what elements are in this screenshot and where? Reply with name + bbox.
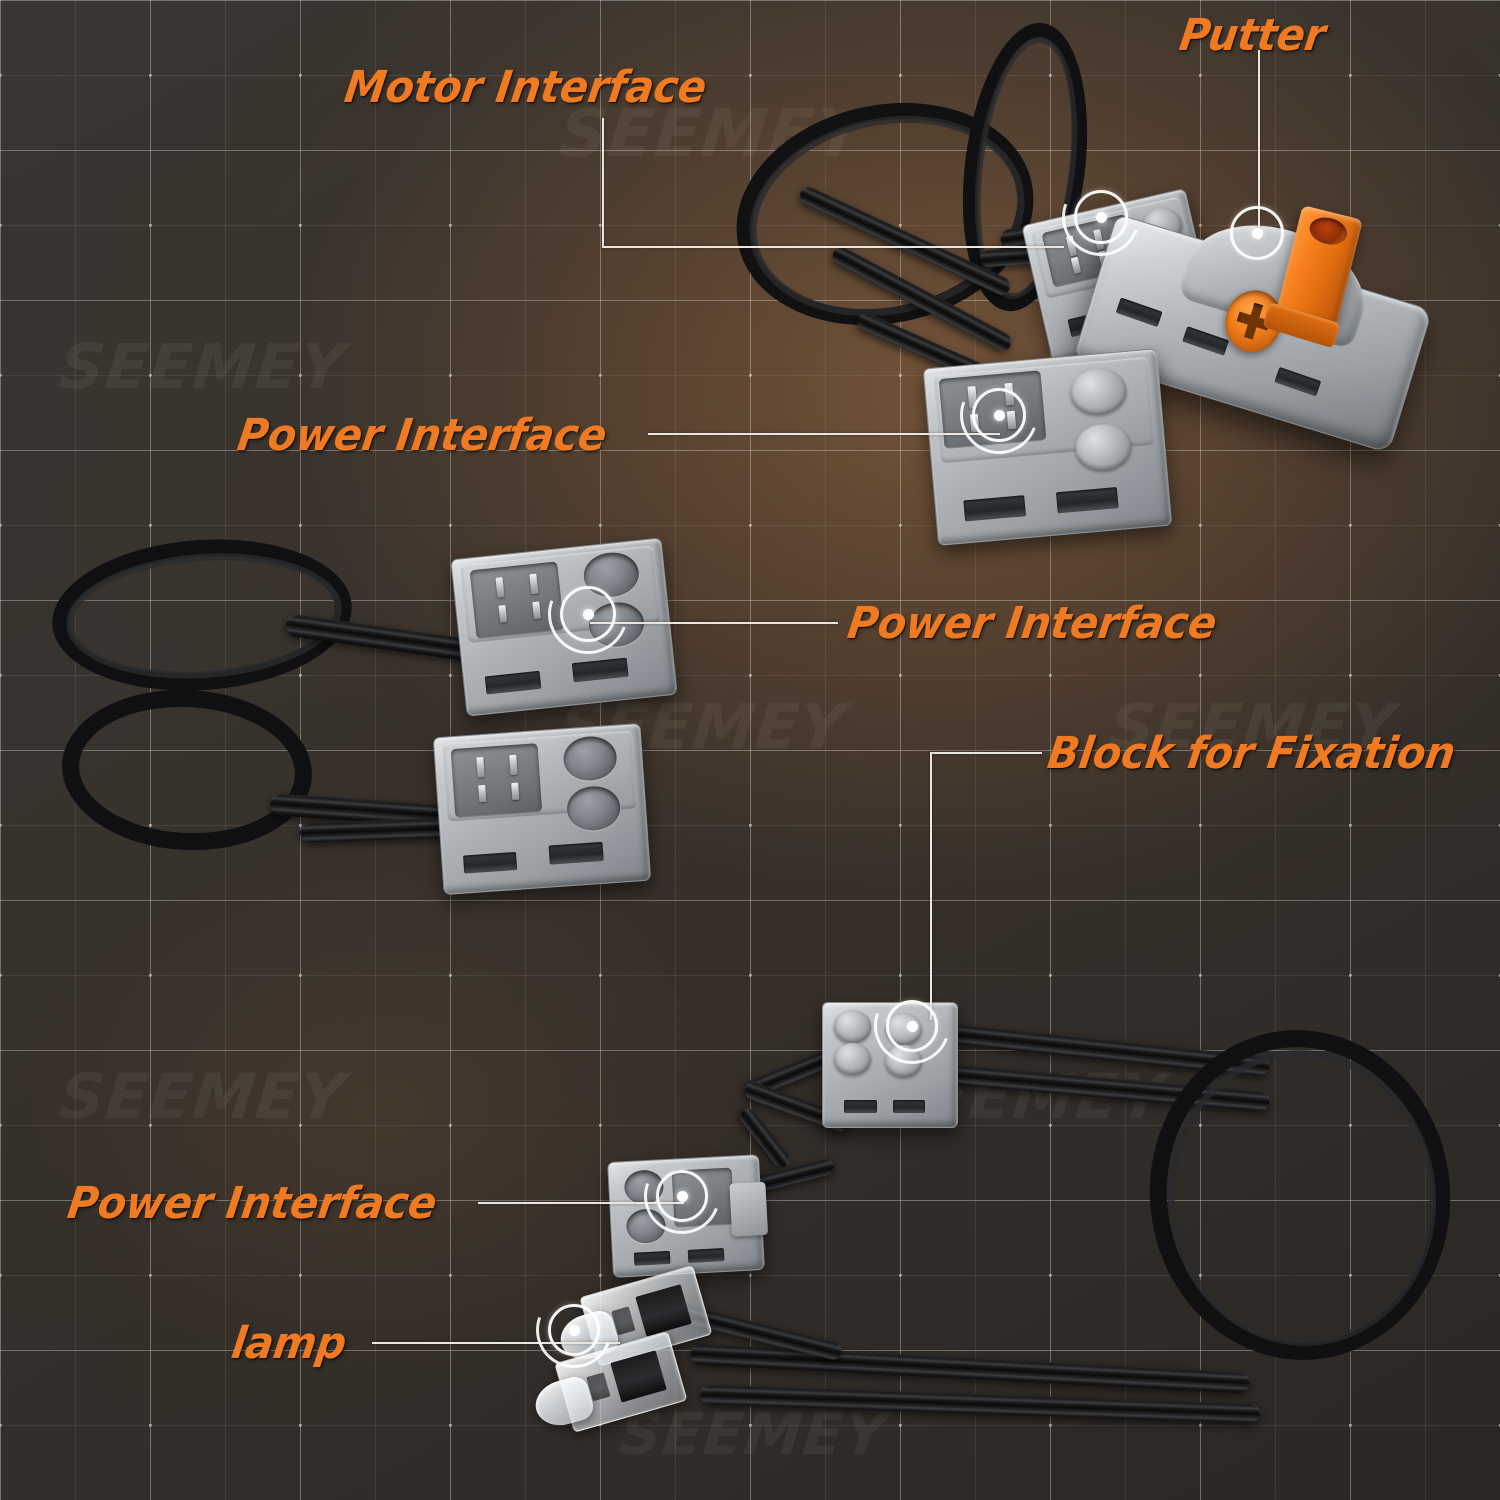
watermark: SEEMEY <box>56 1060 350 1133</box>
part-power-interface-plug-2 <box>450 537 678 717</box>
part-lamp-brick-lower <box>525 1328 704 1461</box>
leader-putter <box>1258 50 1260 240</box>
callout-label-power-interface-top: Power Interface <box>234 410 610 461</box>
leader-power-interface-top <box>648 433 1000 435</box>
callout-label-block-for-fixation: Block for Fixation <box>1044 728 1459 779</box>
leader-power-interface-mid <box>590 622 838 624</box>
callout-label-power-interface-bottom: Power Interface <box>64 1178 440 1229</box>
leader-motor-interface-h <box>602 246 1064 248</box>
callout-label-power-interface-mid: Power Interface <box>844 598 1220 649</box>
leader-motor-interface-v <box>602 118 604 248</box>
callout-label-lamp: lamp <box>228 1318 350 1369</box>
leader-block-for-fixation-v <box>930 752 932 1020</box>
watermark: SEEMEY <box>56 330 350 403</box>
leader-lamp <box>372 1342 620 1344</box>
leader-block-for-fixation-h <box>930 752 1042 754</box>
part-power-interface-plug-4 <box>607 1154 769 1278</box>
part-power-interface-plug-1 <box>922 348 1173 546</box>
part-fixation-block <box>822 1002 958 1128</box>
callout-label-motor-interface: Motor Interface <box>341 62 710 113</box>
callout-label-putter: Putter <box>1176 10 1329 61</box>
part-power-interface-plug-3 <box>432 722 652 896</box>
leader-power-interface-bottom <box>478 1202 684 1204</box>
